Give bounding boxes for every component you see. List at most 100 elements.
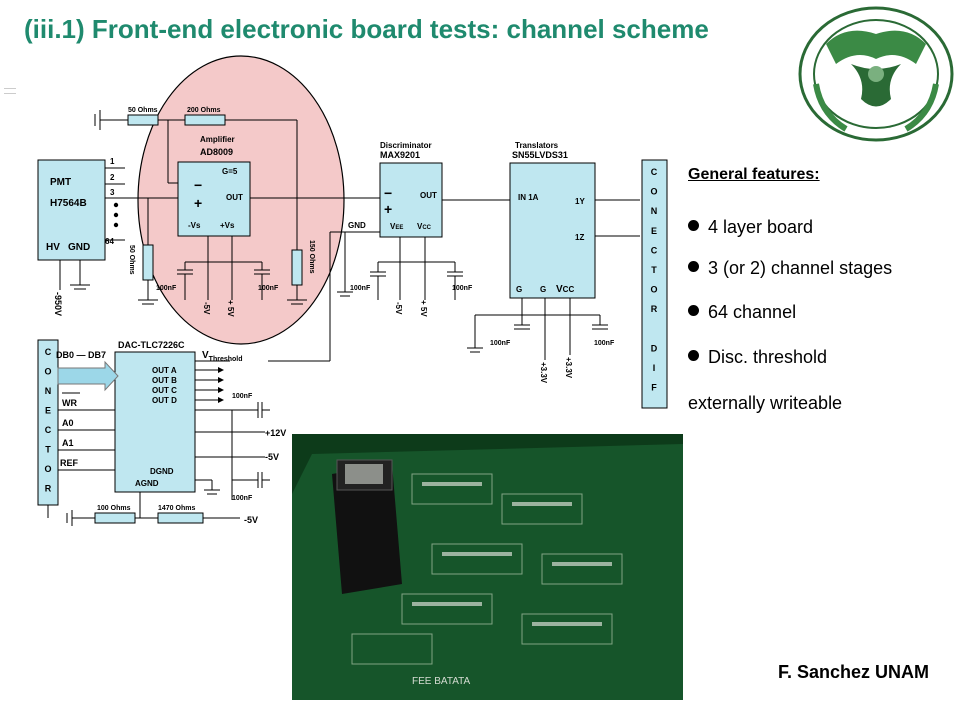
svg-text:DAC-TLC7226C: DAC-TLC7226C	[118, 340, 185, 350]
feature-item-3: 64 channel	[688, 302, 953, 323]
feature-item-2: 3 (or 2) channel stages	[688, 258, 953, 279]
svg-text:G: G	[516, 285, 522, 294]
svg-text:MAX9201: MAX9201	[380, 150, 420, 160]
svg-text:100nF: 100nF	[258, 285, 279, 292]
pmt-block	[37, 159, 106, 261]
svg-text:1: 1	[110, 157, 115, 166]
svg-text:OUT C: OUT C	[152, 386, 177, 395]
svg-text:3: 3	[110, 188, 115, 197]
svg-text:OUT D: OUT D	[152, 396, 177, 405]
svg-text:-5V: -5V	[265, 452, 279, 462]
bullet-icon	[688, 220, 699, 231]
svg-text:1470 Ohms: 1470 Ohms	[158, 505, 195, 512]
connector-letter: N	[651, 206, 658, 216]
svg-text:VEE: VEE	[390, 222, 403, 231]
svg-text:A1: A1	[62, 438, 74, 448]
connector-left	[37, 339, 59, 506]
svg-text:1Z: 1Z	[575, 233, 584, 242]
svg-text:OUT: OUT	[420, 191, 437, 200]
svg-text:50 Ohms: 50 Ohms	[128, 245, 135, 275]
feature-continuation: externally writeable	[688, 393, 843, 413]
connector-letter: C	[651, 167, 658, 177]
svg-text:G: G	[540, 285, 546, 294]
connector-dif	[641, 159, 668, 409]
svg-text:-5V: -5V	[394, 302, 403, 315]
feature-item-1: 4 layer board	[688, 217, 953, 238]
connector-letter: I	[653, 363, 656, 373]
pmt-model: H7564B	[50, 198, 87, 209]
svg-text:AGND: AGND	[135, 479, 159, 488]
svg-text:+Vs: +Vs	[220, 221, 235, 230]
svg-text:GND: GND	[348, 221, 366, 230]
svg-text:VCC: VCC	[556, 284, 574, 295]
svg-text:A0: A0	[62, 418, 74, 428]
connector-letter: T	[651, 265, 657, 275]
svg-text:-Vs: -Vs	[188, 221, 201, 230]
svg-text:-5V: -5V	[202, 302, 211, 315]
bullet-icon	[688, 261, 699, 272]
svg-text:VThreshold: VThreshold	[202, 350, 243, 363]
connector-letter: O	[44, 367, 51, 377]
svg-text:+: +	[384, 201, 392, 217]
connector-letter: O	[44, 464, 51, 474]
connector-letter: C	[45, 425, 52, 435]
svg-text:+ 5V: + 5V	[226, 300, 235, 317]
svg-text:Amplifier: Amplifier	[200, 135, 235, 144]
svg-text:2: 2	[110, 173, 115, 182]
pmt-gnd: GND	[68, 242, 90, 253]
svg-text:VCC: VCC	[417, 222, 432, 231]
bullet-icon	[688, 305, 699, 316]
connector-letter: C	[651, 245, 658, 255]
svg-text:SN55LVDS31: SN55LVDS31	[512, 150, 568, 160]
bullet-icon	[688, 350, 699, 361]
svg-text:100 Ohms: 100 Ohms	[97, 505, 131, 512]
svg-text:+12V: +12V	[265, 428, 286, 438]
svg-text:100nF: 100nF	[232, 495, 253, 502]
connector-letter: N	[45, 386, 52, 396]
amplifier-block	[177, 161, 251, 237]
svg-text:DGND: DGND	[150, 467, 174, 476]
connector-letter: C	[45, 347, 52, 357]
page-title: (iii.1) Front-end electronic board tests…	[24, 14, 709, 44]
svg-text:OUT A: OUT A	[152, 366, 177, 375]
svg-text:−: −	[384, 185, 392, 201]
connector-letter: T	[45, 445, 51, 455]
slide-nav-mark	[4, 88, 16, 94]
svg-text:50 Ohms: 50 Ohms	[128, 107, 158, 114]
pmt-label: PMT	[50, 177, 71, 188]
connector-letter: O	[650, 187, 657, 197]
feature-item-4: Disc. threshold	[688, 347, 953, 368]
svg-text:REF: REF	[60, 458, 79, 468]
dac-block	[114, 351, 196, 493]
connector-letter: R	[651, 304, 658, 314]
hv-value: -950V	[53, 292, 63, 316]
svg-text:64: 64	[105, 237, 114, 246]
author-credit: F. Sanchez UNAM	[778, 662, 930, 682]
svg-text:100nF: 100nF	[490, 340, 511, 347]
svg-text:+3.3V: +3.3V	[564, 357, 573, 379]
svg-text:WR: WR	[62, 398, 77, 408]
svg-text:Translators: Translators	[515, 141, 559, 150]
connector-letter: E	[651, 226, 657, 236]
unam-seal-icon	[798, 6, 954, 142]
svg-text:+ 5V: + 5V	[419, 300, 428, 317]
pcb-board-photo: FEE BATATA	[292, 434, 683, 700]
svg-text:−: −	[194, 177, 202, 193]
svg-text:OUT B: OUT B	[152, 376, 177, 385]
svg-text:200 Ohms: 200 Ohms	[187, 107, 221, 114]
svg-text:100nF: 100nF	[350, 285, 371, 292]
svg-text:AD8009: AD8009	[200, 147, 233, 157]
svg-text:100nF: 100nF	[594, 340, 615, 347]
svg-text:1Y: 1Y	[575, 197, 585, 206]
connector-letter: O	[650, 285, 657, 295]
svg-text:IN 1A: IN 1A	[518, 193, 539, 202]
svg-text:FEE BATATA: FEE BATATA	[412, 676, 470, 687]
features-title: General features:	[688, 166, 820, 183]
svg-text:DB0 — DB7: DB0 — DB7	[56, 350, 106, 360]
svg-text:+: +	[194, 195, 202, 211]
connector-letter: E	[45, 406, 51, 416]
svg-text:OUT: OUT	[226, 193, 243, 202]
bus-arrow	[57, 360, 119, 392]
svg-text:100nF: 100nF	[232, 393, 253, 400]
